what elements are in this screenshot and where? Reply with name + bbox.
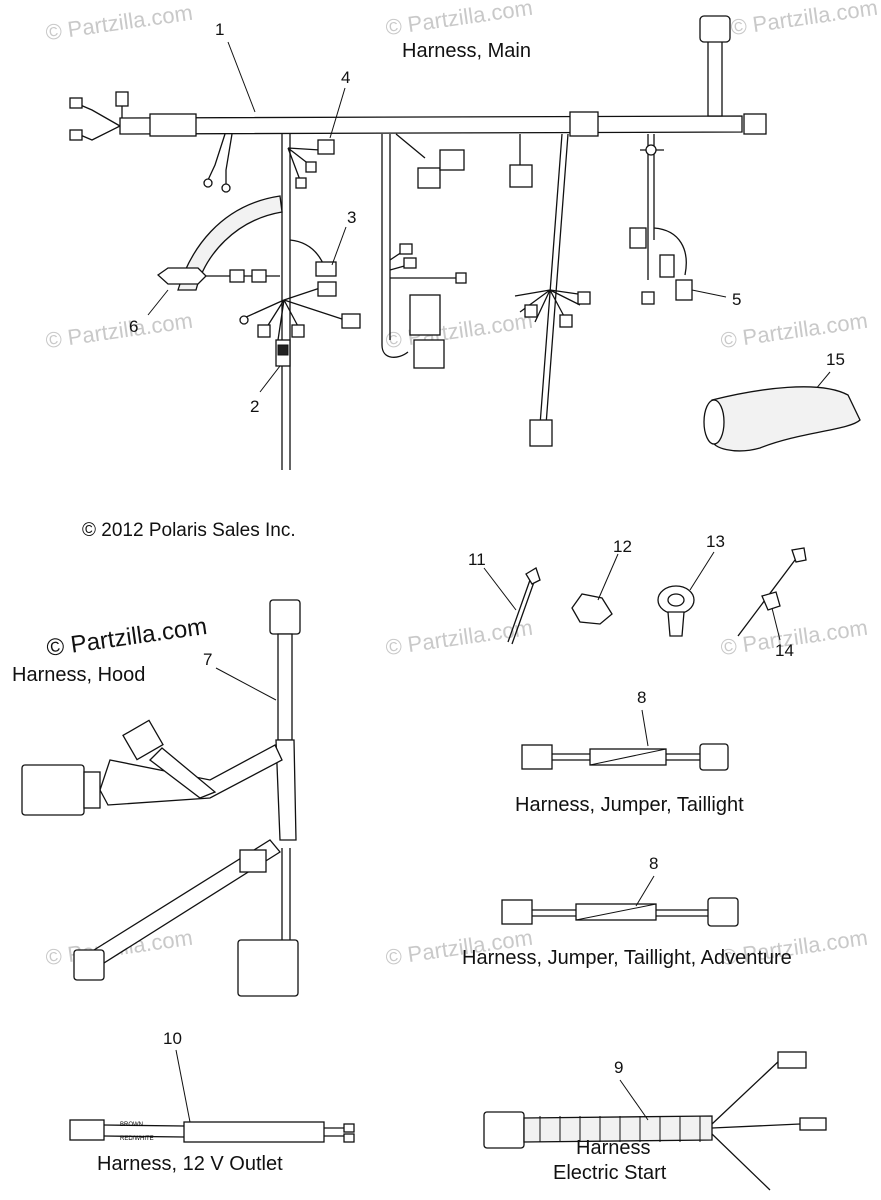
hood-harness-drawing [21,599,301,997]
title-12v-outlet: Harness, 12 V Outlet [97,1153,283,1175]
title-hood-harness: Harness, Hood [12,664,146,686]
callout-10: 10 [163,1029,182,1048]
callout-11: 11 [468,550,486,569]
callout-8a: 8 [637,688,647,707]
callout-9: 9 [614,1058,624,1077]
callout-6: 6 [129,317,139,336]
wire-label-red-white: RED/WHITE [120,1136,154,1142]
outlet-harness-drawing: BROWN RED/WHITE [69,1049,355,1143]
title-electric-start-1: Harness [576,1137,651,1159]
copyright-notice: © 2012 Polaris Sales Inc. [82,520,296,541]
callout-3: 3 [347,208,357,227]
title-jumper-taillight-adventure: Harness, Jumper, Taillight, Adventure [462,947,792,969]
callout-8b: 8 [649,854,659,873]
wire-label-brown: BROWN [120,1122,143,1128]
item-15-protective-sleeve [703,386,861,452]
callout-13: 13 [706,532,725,551]
electric-start-harness-drawing [483,1051,827,1191]
fastener-items [483,547,807,645]
callout-1: 1 [215,20,225,39]
callout-12: 12 [613,537,632,556]
callout-14: 14 [775,641,794,660]
main-harness-drawing [69,15,831,470]
callout-15: 15 [826,350,845,369]
callout-2: 2 [250,397,260,416]
callout-7: 7 [203,650,213,669]
title-main-harness: Harness, Main [402,40,531,62]
callout-4: 4 [341,68,351,87]
jumper-taillight-drawing [501,709,739,927]
callout-5: 5 [732,290,742,309]
title-electric-start-2: Electric Start [553,1162,667,1184]
title-jumper-taillight: Harness, Jumper, Taillight [515,794,744,816]
